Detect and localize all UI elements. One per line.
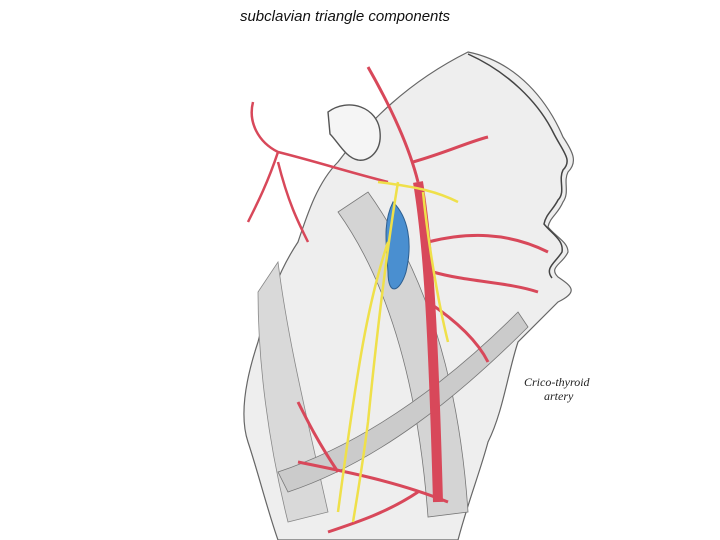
face-profile xyxy=(467,53,568,279)
subclavian-artery-branches xyxy=(296,401,449,534)
external-carotid-branches xyxy=(366,66,549,363)
occipital-artery-branches xyxy=(246,101,389,243)
anatomy-drawing: Crico-thyroid artery xyxy=(243,51,591,540)
omohyoid-muscle xyxy=(277,311,529,493)
common-carotid-artery xyxy=(413,181,443,503)
ear xyxy=(327,104,381,161)
trapezius-muscle xyxy=(257,260,329,523)
label-artery: artery xyxy=(544,389,574,403)
label-cricothyroid: Crico-thyroid xyxy=(524,375,591,389)
slide-title: subclavian triangle components xyxy=(239,8,451,25)
nerves xyxy=(336,180,459,523)
neck-anatomy-illustration: Crico-thyroid artery xyxy=(218,42,638,540)
